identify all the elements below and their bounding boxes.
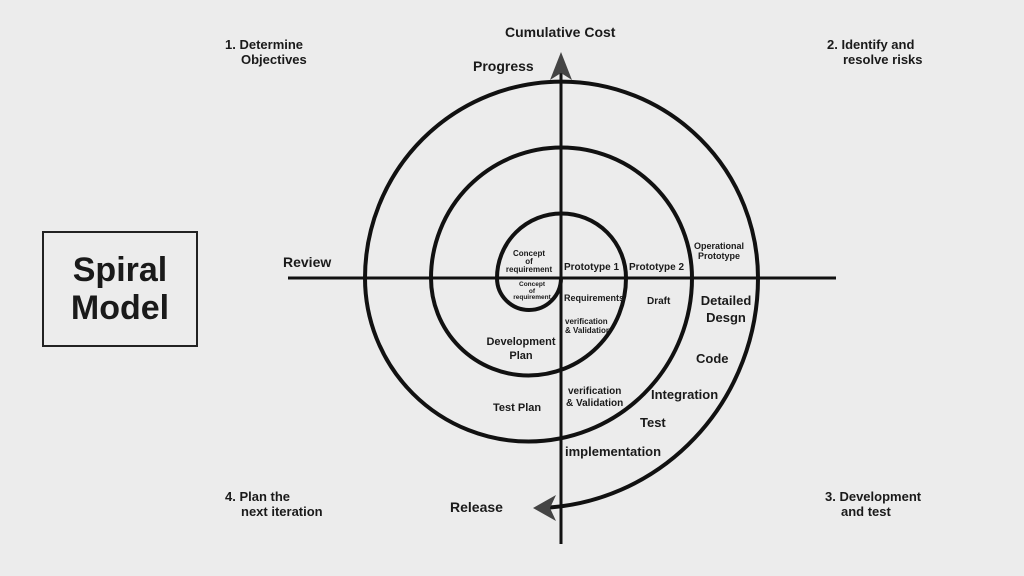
- quadrant-1-label: 1. Determine Objectives: [225, 37, 307, 67]
- release-label: Release: [450, 499, 503, 515]
- prototype-1-label: Prototype 1: [564, 262, 620, 273]
- implementation-label: implementation: [565, 444, 662, 459]
- progress-label: Progress: [473, 58, 534, 74]
- test-plan-label: Test Plan: [493, 402, 542, 414]
- draft-label: Draft: [647, 296, 671, 307]
- spiral-model-title: Spiral Model: [42, 231, 198, 347]
- quadrant-4-label: 4. Plan the next iteration: [225, 489, 323, 519]
- verification-validation-outer: verification & Validation: [566, 386, 624, 409]
- review-label: Review: [283, 254, 332, 270]
- test-label: Test: [640, 415, 666, 430]
- prototype-2-label: Prototype 2: [629, 262, 685, 273]
- requirements-label: Requirements: [564, 293, 625, 303]
- title-line-1: Spiral: [72, 251, 168, 289]
- concept-of-requirement-lower: Concept of requirement: [513, 281, 551, 301]
- quadrant-3-label: 3. Development and test: [825, 489, 922, 519]
- operational-prototype-label: Operational Prototype: [693, 241, 744, 262]
- verification-validation-inner: verification & Validation: [565, 317, 611, 335]
- cumulative-cost-arrow-icon: [550, 52, 572, 80]
- quadrant-2-label: 2. Identify and resolve risks: [827, 37, 923, 67]
- integration-label: Integration: [651, 387, 719, 402]
- cumulative-cost-label: Cumulative Cost: [505, 24, 616, 40]
- detailed-design-label: Detailed Desgn: [700, 293, 752, 325]
- development-plan-label: Development Plan: [486, 336, 556, 362]
- concept-of-requirement-upper: Concept of requirement: [505, 249, 553, 274]
- title-line-2: Model: [70, 289, 170, 327]
- code-label: Code: [696, 351, 729, 366]
- release-arrow-icon: [533, 495, 556, 521]
- spiral-path: [362, 79, 761, 510]
